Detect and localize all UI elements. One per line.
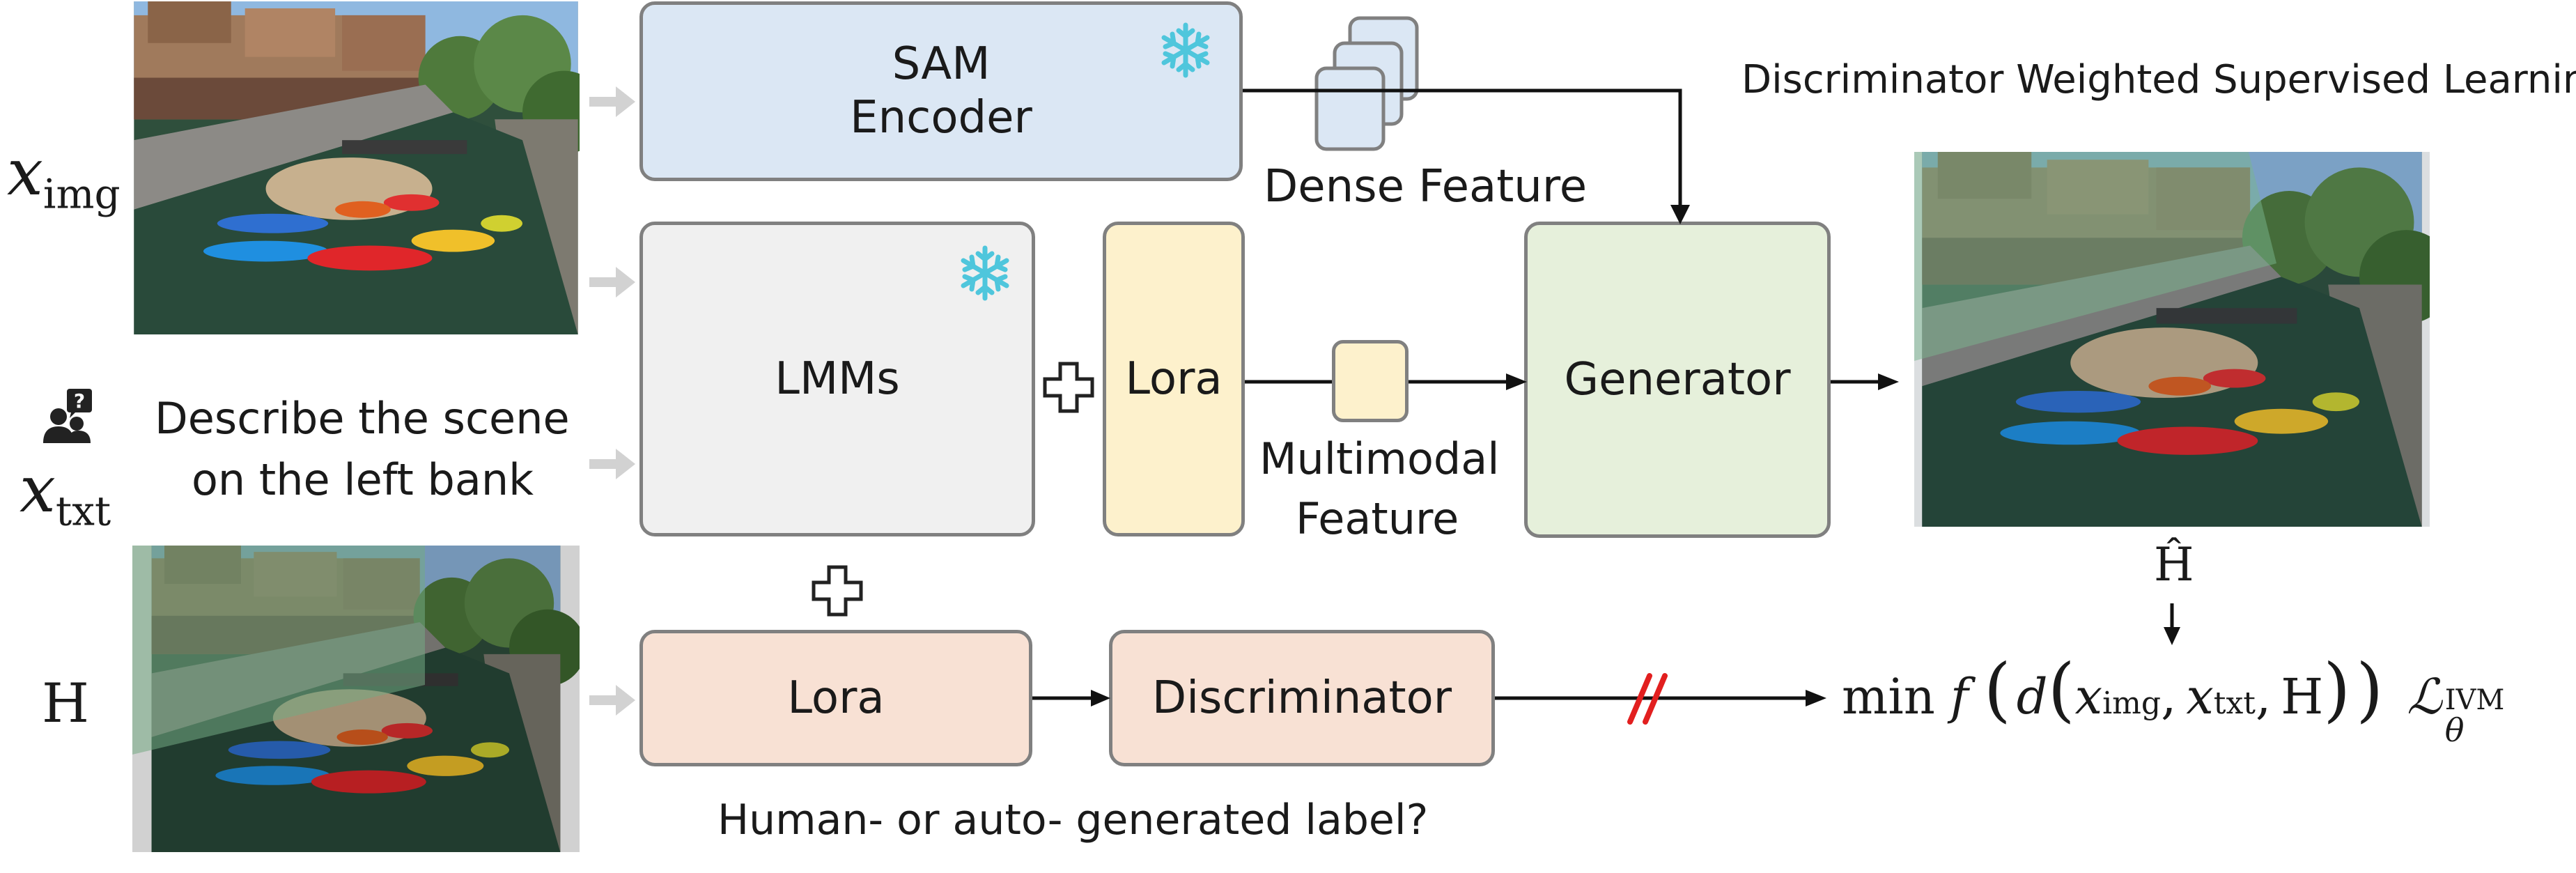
plus-icon (1043, 362, 1094, 413)
loss-inner-paren-open: ( (2047, 649, 2075, 730)
loss-theta-sub: θ (2444, 711, 2465, 749)
generator-label: Generator (1564, 353, 1791, 405)
discriminator-label: Discriminator (1151, 672, 1452, 724)
lmms-block: LMMs (639, 222, 1035, 536)
multimodal-feature-caption-line2: Feature (1296, 493, 1459, 544)
snowflake-icon (1161, 22, 1210, 78)
svg-text:?: ? (74, 389, 85, 412)
discriminator-block: Discriminator (1109, 630, 1495, 766)
lora-top-label: Lora (1125, 353, 1223, 405)
sam-encoder-title: SAM (892, 38, 991, 91)
loss-min: min (1842, 668, 1935, 725)
prompt-text-line1: Describe the scene (155, 393, 570, 444)
loss-inner-paren-close: ) (2323, 649, 2351, 730)
multimodal-feature-caption-line1: Multimodal (1259, 433, 1500, 484)
input-image-photo (132, 1, 580, 334)
loss-ivm-sup: IVM (2444, 684, 2505, 716)
loss-f: f (1950, 668, 1969, 725)
loss-x-img: x (2074, 668, 2103, 725)
lora-top-block: Lora (1103, 222, 1245, 536)
sam-encoder-block: SAM Encoder (639, 1, 1243, 181)
question-caption: Human- or auto- generated label? (717, 796, 1429, 844)
loss-paren-open: ( (1983, 649, 2011, 730)
loss-h: H (2281, 668, 2324, 725)
output-image-h-hat (1914, 152, 2430, 527)
x-txt-label: xtxt (20, 452, 111, 535)
loss-img-sub: img (2102, 686, 2162, 721)
lora-bottom-block: Lora (639, 630, 1032, 766)
label-image-h (132, 546, 580, 852)
loss-paren-close: ) (2356, 649, 2384, 730)
loss-d: d (2016, 668, 2048, 725)
h-hat-label: Ĥ (2154, 538, 2194, 592)
generator-block: Generator (1524, 222, 1831, 538)
dense-feature-caption: Dense Feature (1264, 161, 1588, 213)
loss-txt-sub: txt (2213, 686, 2256, 721)
lmms-label: LMMs (775, 353, 900, 405)
loss-x-txt: x (2186, 668, 2214, 725)
user-question-icon: ? (40, 387, 96, 450)
multimodal-feature-token (1332, 340, 1409, 422)
dense-feature-stack (1314, 16, 1419, 151)
lora-bottom-label: Lora (787, 672, 885, 724)
section-title: Discriminator Weighted Supervised Learni… (1741, 57, 2576, 102)
x-img-label: ximg (7, 135, 121, 218)
sam-encoder-subtitle: Encoder (850, 92, 1032, 144)
loss-l: ℒ (2407, 668, 2442, 725)
h-label: H (42, 672, 90, 735)
prompt-text-line2: on the left bank (192, 454, 534, 505)
plus-icon (812, 565, 863, 617)
snowflake-icon (961, 245, 1009, 301)
